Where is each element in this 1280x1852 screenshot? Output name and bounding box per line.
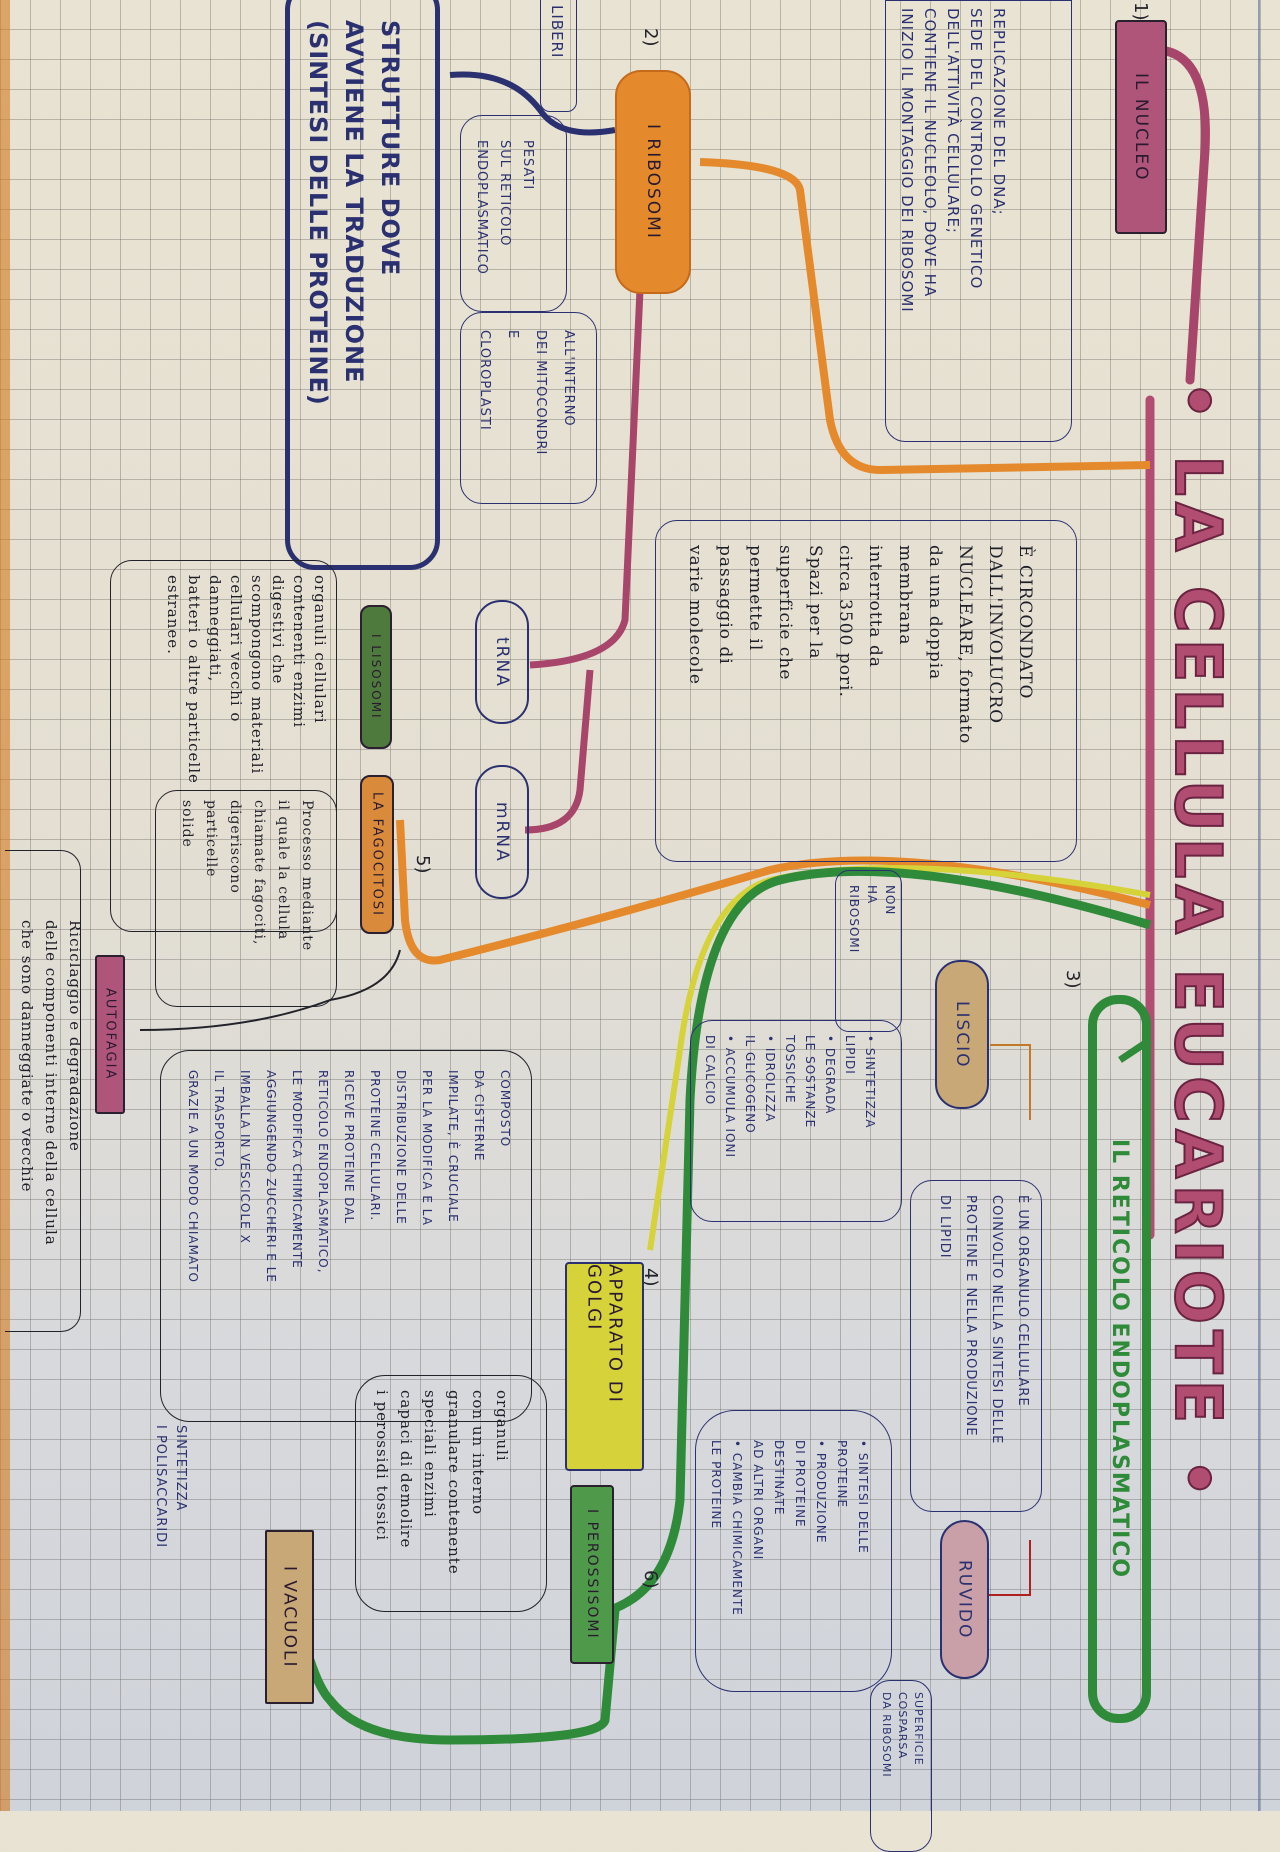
peroxisomes-description: organuli con un interno granulare conten… xyxy=(373,1390,511,1575)
page-edge xyxy=(0,0,10,1811)
peroxisomes-label: I PEROSSISOMI xyxy=(570,1485,614,1664)
mrna-label: mRNA xyxy=(475,765,529,899)
lysosomes-description: organuli cellulari contenenti enzimi dig… xyxy=(164,575,329,784)
autophagy-label: AUTOFAGIA xyxy=(95,955,125,1114)
peroxisomes-number: 6) xyxy=(640,1570,661,1589)
role-link xyxy=(449,71,616,136)
lysosomes-box xyxy=(110,560,337,932)
vacuoles-label: I VACUOLI xyxy=(265,1530,314,1704)
notebook-margin xyxy=(1258,0,1260,1811)
smooth-er-note: NON HA RIBOSOMI xyxy=(847,885,897,954)
phagocytosis-description: Processo mediante il quale la cellula ch… xyxy=(179,800,315,952)
golgi-extra: SINTETIZZA I POLISACCARIDI xyxy=(153,1425,188,1549)
phagocytosis-label: LA FAGOCITOSI xyxy=(360,775,394,934)
ribosomes-free-box xyxy=(540,0,577,112)
smooth-er-label: LISCIO xyxy=(935,960,989,1109)
nucleus-envelope: È CIRCONDATO DALL'INVOLUCRO NUCLEARE, fo… xyxy=(685,545,1035,745)
ribosomes-role-box xyxy=(285,0,440,570)
ribosomes-inside-box xyxy=(460,312,597,504)
rough-er-label: RUVIDO xyxy=(940,1520,989,1679)
rough-link xyxy=(985,1540,1031,1596)
autophagy-description: Riciclaggio e degradazione delle compone… xyxy=(18,920,84,1246)
ribosomes-bound-box xyxy=(460,115,567,312)
nucleus-envelope-box xyxy=(655,520,1077,862)
ribosomes-inside: ALL'INTERNO DEI MITOCONDRI E CLOROPLASTI xyxy=(477,330,576,456)
nucleus-link xyxy=(1155,45,1210,385)
ribosomes-number: 2) xyxy=(640,28,661,47)
vacuoles-link xyxy=(305,1609,620,1745)
phagocytosis-box xyxy=(155,790,337,1007)
lysosomes-label: I LISOSOMI xyxy=(360,605,392,749)
smooth-link xyxy=(990,1044,1031,1120)
rough-er-functions: • SINTESI DELLE PROTEINE • PRODUZIONE DI… xyxy=(709,1440,870,1616)
rough-er-functions-box xyxy=(695,1410,892,1692)
trna-link xyxy=(529,289,644,669)
smooth-er-functions-box xyxy=(690,1020,902,1222)
rough-er-note: SUPERFICIE COSPARSA DA RIBOSOMI xyxy=(880,1692,925,1778)
golgi-number: 4) xyxy=(640,1268,661,1287)
ribosomes-free: LIBERI xyxy=(548,5,566,59)
golgi-description: COMPOSTO DA CISTERNE IMPILATE, È CRUCIAL… xyxy=(186,1070,512,1283)
ribosomes-bound: PESATI SUL RETICOLO ENDOPLASMATICO xyxy=(474,140,535,275)
ribosomes-link xyxy=(699,158,1151,475)
smooth-er-functions: • SINTETIZZA LIPIDI • DEGRADA LE SOSTANZ… xyxy=(703,1035,877,1159)
golgi-label: APPARATO DI GOLGI xyxy=(565,1262,644,1471)
golgi-box xyxy=(160,1050,532,1422)
reticulum-label: IL RETICOLO ENDOPLASMATICO xyxy=(1088,995,1151,1723)
reticulum-number: 3) xyxy=(1062,970,1083,989)
ribosomes-role: STRUTTURE DOVE AVVIENE LA TRADUZIONE (SI… xyxy=(304,20,404,406)
autophagy-box xyxy=(5,850,81,1332)
nucleus-number: 1) xyxy=(1130,2,1151,21)
nucleus-label: IL NUCLEO xyxy=(1115,20,1167,234)
ribosomes-label: I RIBOSOMI xyxy=(615,70,691,294)
page-title: • LA CELLULA EUCARIOTE • xyxy=(1159,379,1235,1506)
nucleus-functions: REPLICAZIONE DEL DNA; SEDE DEL CONTROLLO… xyxy=(898,8,1008,313)
reticulum-description: È UN ORGANULO CELLULARE COINVOLTO NELLA … xyxy=(937,1195,1030,1445)
trna-label: tRNA xyxy=(475,600,529,724)
reticulum-description-box xyxy=(910,1180,1042,1512)
nucleus-functions-box xyxy=(885,0,1072,442)
smooth-er-note-box xyxy=(835,870,902,1032)
mrna-link xyxy=(524,669,594,834)
peroxisomes-box xyxy=(355,1375,547,1612)
reticulum-link xyxy=(608,866,1152,1615)
phagocytosis-number: 5) xyxy=(412,855,433,874)
